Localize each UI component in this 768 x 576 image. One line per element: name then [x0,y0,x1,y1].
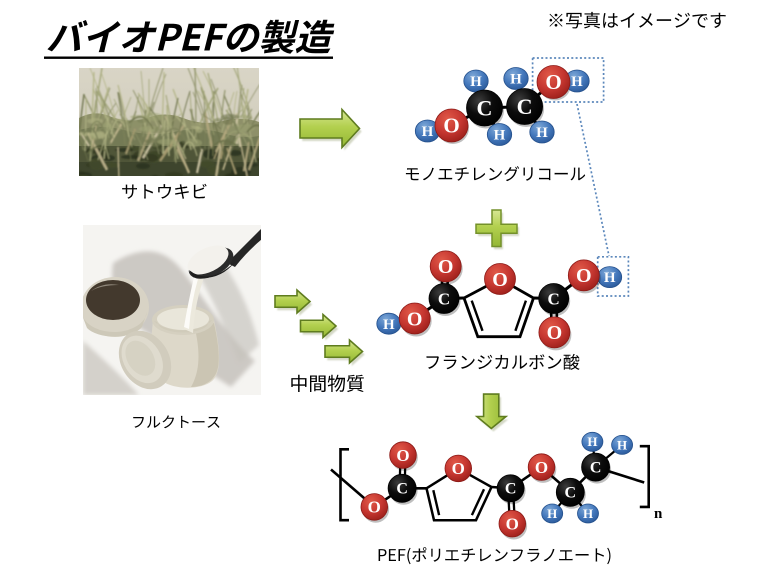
svg-text:O: O [545,70,561,94]
svg-text:n: n [654,506,663,522]
svg-text:H: H [617,437,627,452]
svg-text:H: H [470,74,482,90]
svg-text:O: O [535,458,548,477]
svg-text:C: C [548,289,560,308]
svg-text:C: C [438,289,450,308]
svg-text:C: C [396,481,408,498]
svg-text:H: H [547,506,557,521]
svg-text:O: O [438,256,454,278]
svg-text:O: O [547,322,563,344]
svg-text:C: C [477,95,493,120]
svg-text:O: O [368,498,381,517]
svg-text:O: O [576,265,592,287]
svg-text:H: H [422,124,434,140]
svg-text:C: C [517,94,533,119]
svg-text:C: C [565,485,577,502]
svg-text:H: H [510,72,522,88]
svg-text:O: O [396,446,409,465]
svg-text:H: H [571,74,583,90]
svg-text:H: H [583,506,593,521]
svg-text:H: H [494,128,506,144]
svg-text:C: C [590,460,602,477]
svg-text:O: O [492,269,508,291]
svg-text:O: O [452,459,465,478]
svg-text:O: O [407,308,423,330]
svg-text:O: O [443,114,459,138]
svg-text:C: C [505,481,517,498]
svg-text:O: O [506,514,519,533]
svg-text:H: H [604,270,616,286]
svg-text:H: H [383,317,395,333]
svg-text:H: H [587,434,597,449]
svg-text:H: H [536,125,548,141]
